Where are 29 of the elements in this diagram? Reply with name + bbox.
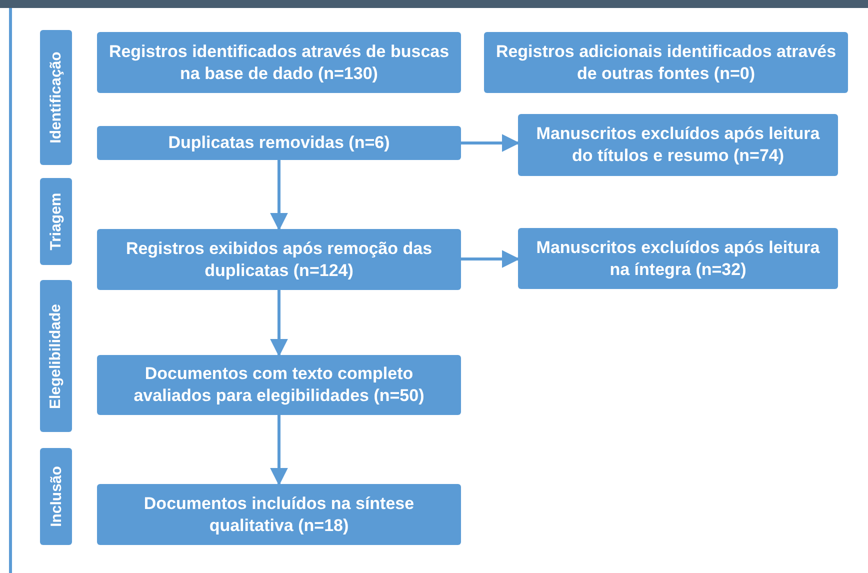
process-box xyxy=(97,229,461,290)
stage-band xyxy=(40,280,72,432)
box-text: Registros adicionais identificados através de outras fontes (n=0) xyxy=(494,40,838,84)
stage-label: Elegelibilidade xyxy=(48,303,64,409)
process-box xyxy=(518,228,838,289)
stage-label: Identificação xyxy=(48,52,64,144)
stage-band xyxy=(40,448,72,545)
stage-band xyxy=(40,30,72,165)
stage-label: Inclusão xyxy=(48,466,64,527)
process-box xyxy=(97,484,461,545)
arrow xyxy=(270,160,288,231)
process-box xyxy=(97,355,461,415)
process-box xyxy=(518,114,838,176)
stage-label: Triagem xyxy=(48,192,64,250)
process-box xyxy=(97,126,461,160)
box-text: Documentos incluídos na síntese qualitativa (n=18) xyxy=(142,492,416,536)
process-box xyxy=(97,32,461,93)
arrow xyxy=(461,134,520,152)
box-text: Manuscritos excluídos após leitura do títulos e resumo (n=74) xyxy=(535,123,821,167)
arrow xyxy=(270,415,288,486)
arrow xyxy=(270,290,288,357)
box-text: Duplicatas removidas (n=6) xyxy=(168,132,390,154)
box-text: Documentos com texto completo avaliados para elegibilidades (n=50) xyxy=(132,363,426,407)
box-text: Manuscritos excluídos após leitura na íntegra (n=32) xyxy=(535,236,821,280)
process-box xyxy=(484,32,848,93)
box-text: Registros identificados através de buscas na base de dado (n=130) xyxy=(108,40,450,84)
stage-band xyxy=(40,178,72,265)
arrow xyxy=(461,250,520,268)
box-text: Registros exibidos após remoção das duplicatas (n=124) xyxy=(124,238,434,282)
